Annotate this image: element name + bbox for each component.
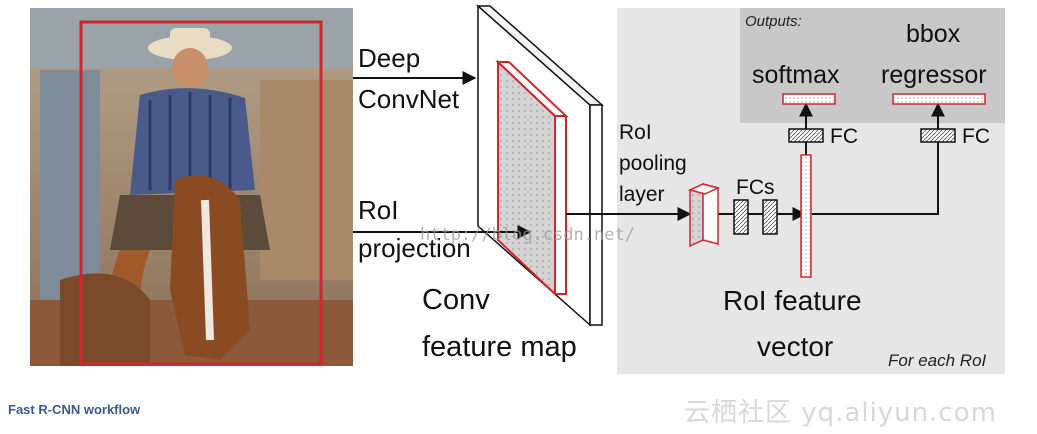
label-roi-pool-1: RoI (619, 121, 652, 144)
label-feature-map: feature map (422, 331, 577, 363)
softmax-output (782, 93, 836, 105)
bbox-output (892, 93, 986, 105)
roi-feature-vector (800, 154, 812, 278)
watermark-center: http://blog.csdn.net/ (420, 225, 635, 245)
label-fcs: FCs (736, 176, 775, 199)
label-roi-feature: RoI feature (723, 285, 862, 316)
fc-layer-2 (762, 199, 778, 235)
roi-pooling-block (687, 182, 721, 248)
fc-bbox-block (920, 128, 956, 143)
label-conv: Conv (422, 284, 490, 316)
label-for-each-roi: For each RoI (888, 351, 987, 370)
roi-bounding-box (79, 20, 323, 366)
input-image (30, 8, 353, 366)
label-vector: vector (757, 331, 833, 362)
label-softmax: softmax (752, 61, 840, 89)
fc-layer-1 (733, 199, 749, 235)
label-outputs: Outputs: (745, 13, 802, 30)
figure-caption: Fast R-CNN workflow (8, 402, 141, 417)
label-roi-pool-2: pooling (619, 152, 687, 175)
label-roi: RoI (358, 195, 398, 225)
label-deep: Deep (358, 43, 420, 73)
label-fc-left: FC (830, 125, 858, 148)
label-convnet: ConvNet (358, 84, 460, 114)
roi-on-feature-map (495, 59, 569, 297)
watermark-right: 云栖社区 yq.aliyun.com (684, 398, 997, 428)
label-regressor: regressor (881, 61, 987, 89)
label-roi-pool-3: layer (619, 183, 665, 206)
fc-softmax-block (788, 128, 824, 143)
label-bbox: bbox (906, 20, 961, 48)
label-projection: projection (358, 233, 471, 263)
label-fc-right: FC (962, 125, 990, 148)
